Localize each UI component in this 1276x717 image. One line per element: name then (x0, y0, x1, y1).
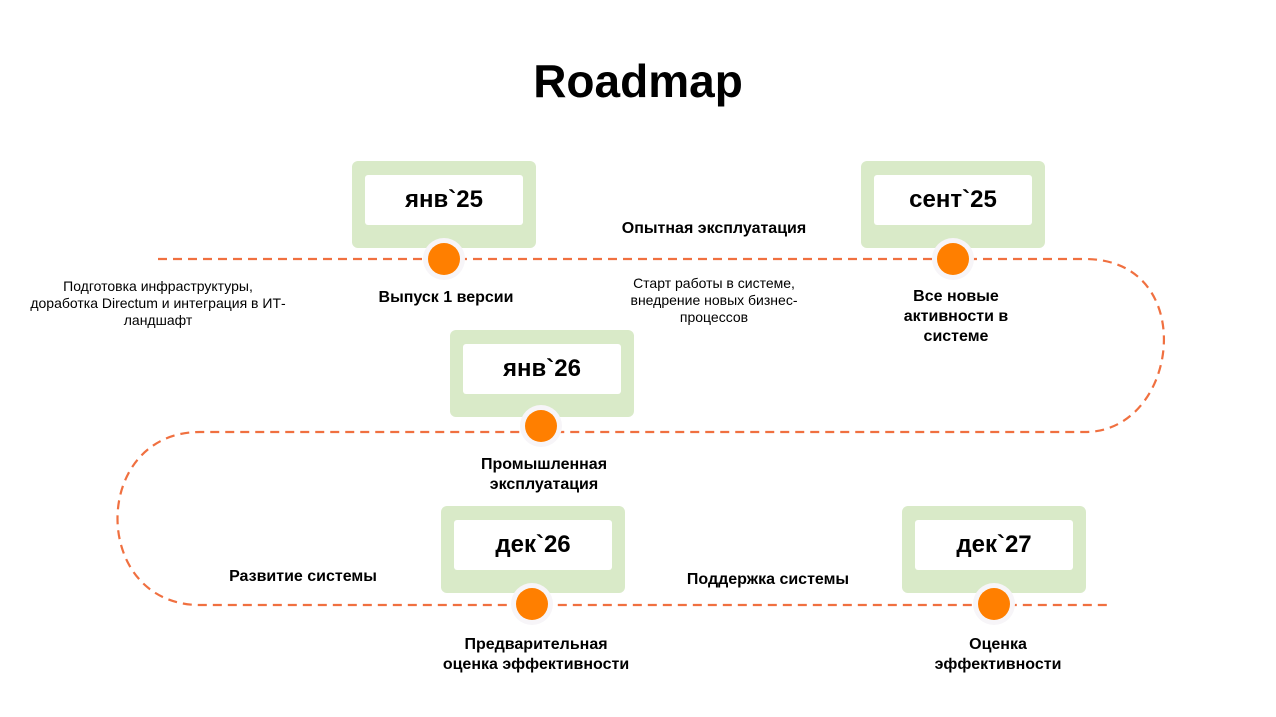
milestone-box-jan25: янв`25 (352, 161, 536, 248)
phase-label: Поддержка системы (686, 571, 850, 588)
phase-label: Опытная эксплуатация (621, 220, 807, 237)
milestone-dot (525, 410, 557, 442)
milestone-label: Промышленная эксплуатация (480, 456, 608, 493)
milestone-label: Оценка эффективности (934, 636, 1062, 673)
milestone-label: Предварительная оценка эффективности (442, 636, 630, 673)
milestone-box-sep25: сент`25 (861, 161, 1045, 248)
milestone-dot (516, 588, 548, 620)
timeline-dashed-path (116, 257, 1165, 607)
note-text: Подготовка инфраструктуры, доработка Dir… (30, 278, 286, 328)
milestone-label: Выпуск 1 версии (378, 289, 514, 306)
milestone-date: янв`25 (365, 175, 523, 225)
milestone-date: дек`26 (454, 520, 612, 570)
milestone-dot (937, 243, 969, 275)
note-text: Старт работы в системе, внедрение новых … (630, 275, 798, 325)
milestone-dot (978, 588, 1010, 620)
page-title: Roadmap (533, 55, 743, 107)
milestone-label: Все новые активности в системе (903, 288, 1009, 345)
milestone-date: янв`26 (463, 344, 621, 394)
milestone-box-jan26: янв`26 (450, 330, 634, 417)
milestone-date: сент`25 (874, 175, 1032, 225)
milestone-box-dec26: дек`26 (441, 506, 625, 593)
milestone-box-dec27: дек`27 (902, 506, 1086, 593)
phase-label: Развитие системы (229, 568, 377, 585)
milestone-date: дек`27 (915, 520, 1073, 570)
milestone-dot (428, 243, 460, 275)
